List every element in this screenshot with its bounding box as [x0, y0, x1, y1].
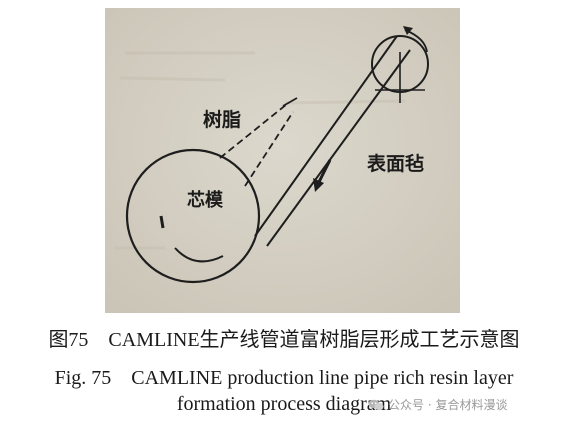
felt-roll-rotation-arrowhead — [403, 26, 413, 35]
mandrel-rotation-arrow — [159, 215, 165, 229]
caption-chinese: 图75 CAMLINE生产线管道富树脂层形成工艺示意图 — [48, 329, 520, 351]
resin-feed-line-lower — [244, 111, 294, 187]
label-resin: 树脂 — [203, 108, 241, 131]
show-through-lines — [115, 51, 406, 250]
resin-feed-line-upper — [219, 103, 288, 159]
process-diagram-photo: 树脂 芯模 表面毡 — [105, 8, 460, 313]
mandrel-circle — [125, 148, 261, 284]
resin-nozzle-tip — [282, 97, 298, 107]
watermark: 公众号 · 复合材料漫谈 — [368, 396, 507, 413]
label-mandrel: 芯模 — [187, 189, 224, 211]
caption-english-line1: Fig. 75 CAMLINE production line pipe ric… — [54, 367, 514, 389]
caption-english-line2: formation process diagram — [176, 393, 392, 415]
felt-feed-arrow — [316, 159, 332, 185]
wechat-icon — [368, 399, 384, 410]
paper-background — [105, 8, 460, 313]
felt-feed-arrowhead — [313, 178, 324, 192]
surface-felt-line-lower — [266, 49, 411, 247]
label-surface-felt: 表面毡 — [367, 152, 424, 175]
mandrel-rotation-arc — [174, 247, 224, 263]
watermark-text: 公众号 · 复合材料漫谈 — [388, 398, 508, 412]
process-diagram: 树脂 芯模 表面毡 — [105, 8, 460, 313]
